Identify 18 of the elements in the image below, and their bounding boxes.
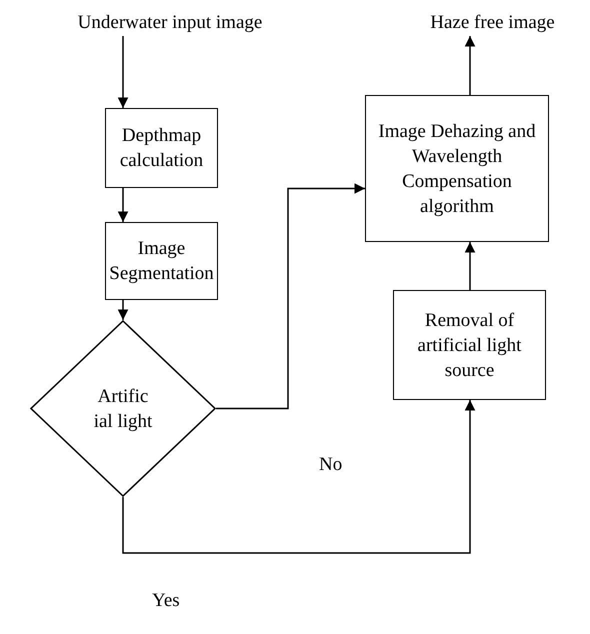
process-box	[105, 108, 218, 188]
arrow	[118, 36, 128, 108]
arrow	[122, 400, 476, 554]
box-text: Image Dehazing and Wavelength Compensation algorithm	[377, 120, 537, 218]
caption-text: Underwater input image	[30, 8, 310, 36]
arrow	[464, 242, 476, 290]
arrow	[118, 188, 128, 222]
process-box	[365, 95, 549, 242]
process-box	[105, 222, 218, 300]
arrow	[118, 300, 128, 320]
box-text: Removal of artificial light source	[416, 308, 522, 382]
box-text: Depthmap calculation	[118, 124, 204, 173]
decision-text: Artific ial light	[92, 384, 154, 434]
process-box	[393, 290, 546, 400]
arrow	[216, 183, 365, 410]
caption-text: Haze free image	[400, 8, 585, 36]
box-text: Image Segmentation	[109, 237, 214, 286]
arrow	[464, 36, 476, 95]
